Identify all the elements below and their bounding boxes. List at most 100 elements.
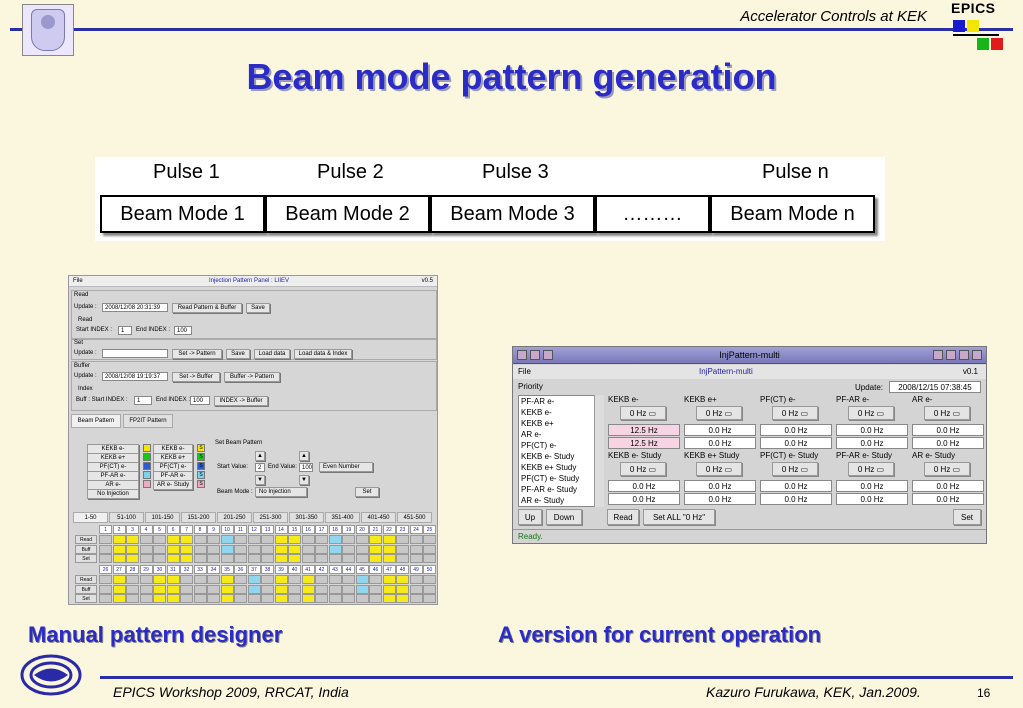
pattern-cell[interactable] — [99, 544, 112, 554]
up-button[interactable]: Up — [518, 509, 542, 525]
pattern-cell[interactable] — [126, 535, 139, 544]
set-to-pattern-button[interactable]: Set -> Pattern — [172, 349, 222, 359]
pattern-cell[interactable] — [274, 535, 288, 544]
read-button[interactable]: Read — [607, 509, 639, 525]
rate-select[interactable]: 0 Hz ▭ — [848, 406, 894, 420]
window-menu-icon[interactable] — [517, 350, 527, 360]
set-update-field[interactable] — [102, 349, 168, 358]
set-all-zero-button[interactable]: Set ALL "0 Hz" — [643, 509, 715, 525]
priority-scrollbar[interactable] — [594, 395, 604, 507]
pattern-cell[interactable] — [193, 535, 207, 544]
pattern-cell[interactable] — [301, 535, 315, 544]
pattern-cell[interactable] — [220, 584, 234, 594]
pattern-cell[interactable] — [396, 594, 409, 603]
pattern-cell[interactable] — [382, 535, 396, 544]
pattern-cell[interactable] — [166, 594, 180, 603]
pattern-cell[interactable] — [396, 544, 409, 554]
start-down-arrow-icon[interactable]: ▼ — [255, 475, 265, 485]
pattern-cell[interactable] — [207, 584, 220, 594]
pattern-cell[interactable] — [423, 535, 436, 544]
pattern-cell[interactable] — [288, 535, 301, 544]
read-update-field[interactable]: 2008/12/08 20:31:39 — [102, 303, 168, 312]
pattern-cell[interactable] — [315, 584, 328, 594]
pattern-cell[interactable] — [99, 594, 112, 603]
pattern-cell[interactable] — [396, 535, 409, 544]
pattern-cell[interactable] — [153, 594, 166, 603]
pattern-cell[interactable] — [153, 535, 166, 544]
pattern-cell[interactable] — [409, 584, 423, 594]
pattern-cell[interactable] — [409, 535, 423, 544]
pattern-cell[interactable] — [355, 535, 369, 544]
pattern-cell[interactable] — [220, 535, 234, 544]
priority-item[interactable]: PF(CT) e- Study — [521, 474, 580, 483]
pattern-cell[interactable] — [274, 575, 288, 584]
rate-select[interactable]: 0 Hz ▭ — [924, 406, 970, 420]
pattern-cell[interactable] — [328, 544, 342, 554]
pattern-cell[interactable] — [409, 594, 423, 603]
rate-select[interactable]: 0 Hz ▭ — [696, 406, 742, 420]
pattern-cell[interactable] — [99, 575, 112, 584]
start-value-field[interactable]: 2 — [255, 463, 265, 472]
pattern-cell[interactable] — [369, 594, 382, 603]
range-tab[interactable]: 1-50 — [73, 512, 108, 523]
pattern-cell[interactable] — [261, 594, 274, 603]
pattern-cell[interactable] — [328, 575, 342, 584]
pattern-cell[interactable] — [234, 584, 247, 594]
pattern-cell[interactable] — [301, 575, 315, 584]
pattern-cell[interactable] — [288, 584, 301, 594]
pattern-cell[interactable] — [301, 594, 315, 603]
pattern-cell[interactable] — [207, 594, 220, 603]
pattern-cell[interactable] — [274, 544, 288, 554]
pattern-cell[interactable] — [247, 594, 261, 603]
range-tab[interactable]: 451-500 — [397, 512, 432, 523]
pattern-cell[interactable] — [126, 575, 139, 584]
set-pattern-button[interactable]: Set — [355, 487, 379, 497]
pattern-cell[interactable] — [193, 594, 207, 603]
pattern-cell[interactable] — [342, 575, 355, 584]
pattern-cell[interactable] — [193, 575, 207, 584]
pattern-cell[interactable] — [396, 554, 409, 563]
pattern-cell[interactable] — [355, 544, 369, 554]
pattern-cell[interactable] — [112, 575, 126, 584]
pattern-cell[interactable] — [423, 575, 436, 584]
buffer-update-field[interactable]: 2008/12/08 19:19:37 — [102, 372, 168, 381]
pattern-cell[interactable] — [369, 584, 382, 594]
set-save-button[interactable]: Save — [226, 349, 250, 359]
rate-select[interactable]: 0 Hz ▭ — [696, 462, 742, 476]
range-tab[interactable]: 151-200 — [181, 512, 216, 523]
pattern-cell[interactable] — [396, 575, 409, 584]
pattern-cell[interactable] — [234, 575, 247, 584]
window-close-icon[interactable] — [972, 350, 982, 360]
no-injection-button[interactable]: No Injection — [87, 489, 139, 499]
pattern-cell[interactable] — [207, 554, 220, 563]
save-button[interactable]: Save — [246, 303, 270, 313]
pattern-cell[interactable] — [166, 575, 180, 584]
pattern-cell[interactable] — [261, 544, 274, 554]
range-tab[interactable]: 301-350 — [289, 512, 324, 523]
pattern-cell[interactable] — [180, 584, 193, 594]
pattern-cell[interactable] — [153, 554, 166, 563]
pattern-cell[interactable] — [409, 575, 423, 584]
pattern-cell[interactable] — [247, 535, 261, 544]
rate-select[interactable]: 0 Hz ▭ — [924, 462, 970, 476]
window-shade-icon[interactable] — [933, 350, 943, 360]
tab-beam-pattern[interactable]: Beam Pattern — [71, 414, 121, 428]
buffer-to-pattern-button[interactable]: Buffer -> Pattern — [224, 372, 280, 382]
pattern-cell[interactable] — [112, 594, 126, 603]
pattern-cell[interactable] — [99, 535, 112, 544]
menu-file[interactable]: File — [518, 367, 531, 376]
pattern-cell[interactable] — [99, 584, 112, 594]
pattern-cell[interactable] — [234, 544, 247, 554]
pattern-cell[interactable] — [423, 554, 436, 563]
pattern-cell[interactable] — [328, 535, 342, 544]
pattern-cell[interactable] — [328, 584, 342, 594]
priority-item[interactable]: AR e- Study — [521, 496, 565, 505]
pattern-cell[interactable] — [342, 554, 355, 563]
priority-item[interactable]: KEKB e- — [521, 408, 552, 417]
pattern-cell[interactable] — [288, 544, 301, 554]
pattern-cell[interactable] — [234, 594, 247, 603]
pattern-cell[interactable] — [382, 575, 396, 584]
pattern-cell[interactable] — [315, 544, 328, 554]
pattern-cell[interactable] — [139, 554, 153, 563]
pattern-cell[interactable] — [220, 594, 234, 603]
